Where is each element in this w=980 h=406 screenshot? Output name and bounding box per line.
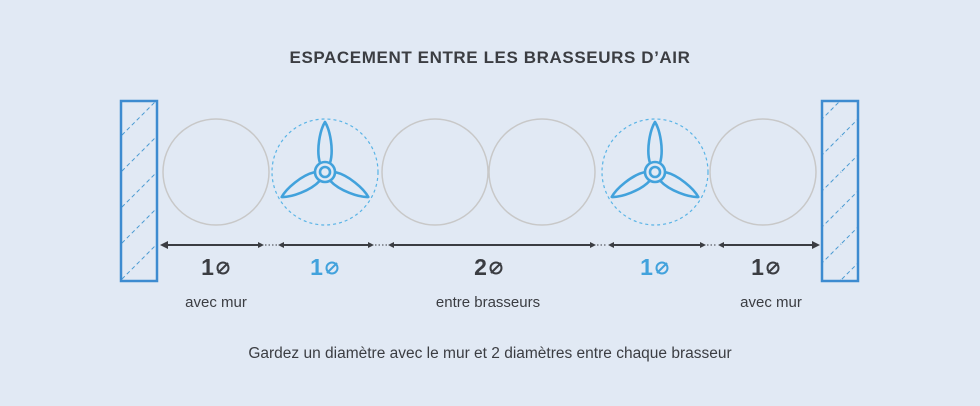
left-wall-icon [119, 99, 159, 283]
diameter-circle [709, 118, 817, 226]
diameter-symbol-icon [489, 261, 503, 274]
caption-left-wall: avec mur [185, 294, 247, 311]
diameter-symbol-icon [325, 261, 339, 274]
diameter-circle [488, 118, 596, 226]
measure-label: 2 [444, 254, 534, 281]
measure-label: 1 [610, 254, 700, 281]
ceiling-fan-icon [271, 118, 379, 226]
measure-label: 1 [721, 254, 811, 281]
measure-label: 1 [280, 254, 370, 281]
measure-label: 1 [171, 254, 261, 281]
diameter-symbol-icon [766, 261, 780, 274]
diameter-circle [162, 118, 270, 226]
dimension-arrows [160, 241, 820, 249]
footer-instruction: Gardez un diamètre avec le mur et 2 diam… [248, 345, 732, 362]
diameter-symbol-icon [655, 261, 669, 274]
diameter-symbol-icon [216, 261, 230, 274]
diagram-title: ESPACEMENT ENTRE LES BRASSEURS D’AIR [289, 48, 691, 67]
right-wall-icon [820, 99, 860, 283]
caption-between-fans: entre brasseurs [435, 294, 541, 311]
diameter-circle [381, 118, 489, 226]
caption-right-wall: avec mur [740, 294, 802, 311]
ceiling-fan-icon [601, 118, 709, 226]
